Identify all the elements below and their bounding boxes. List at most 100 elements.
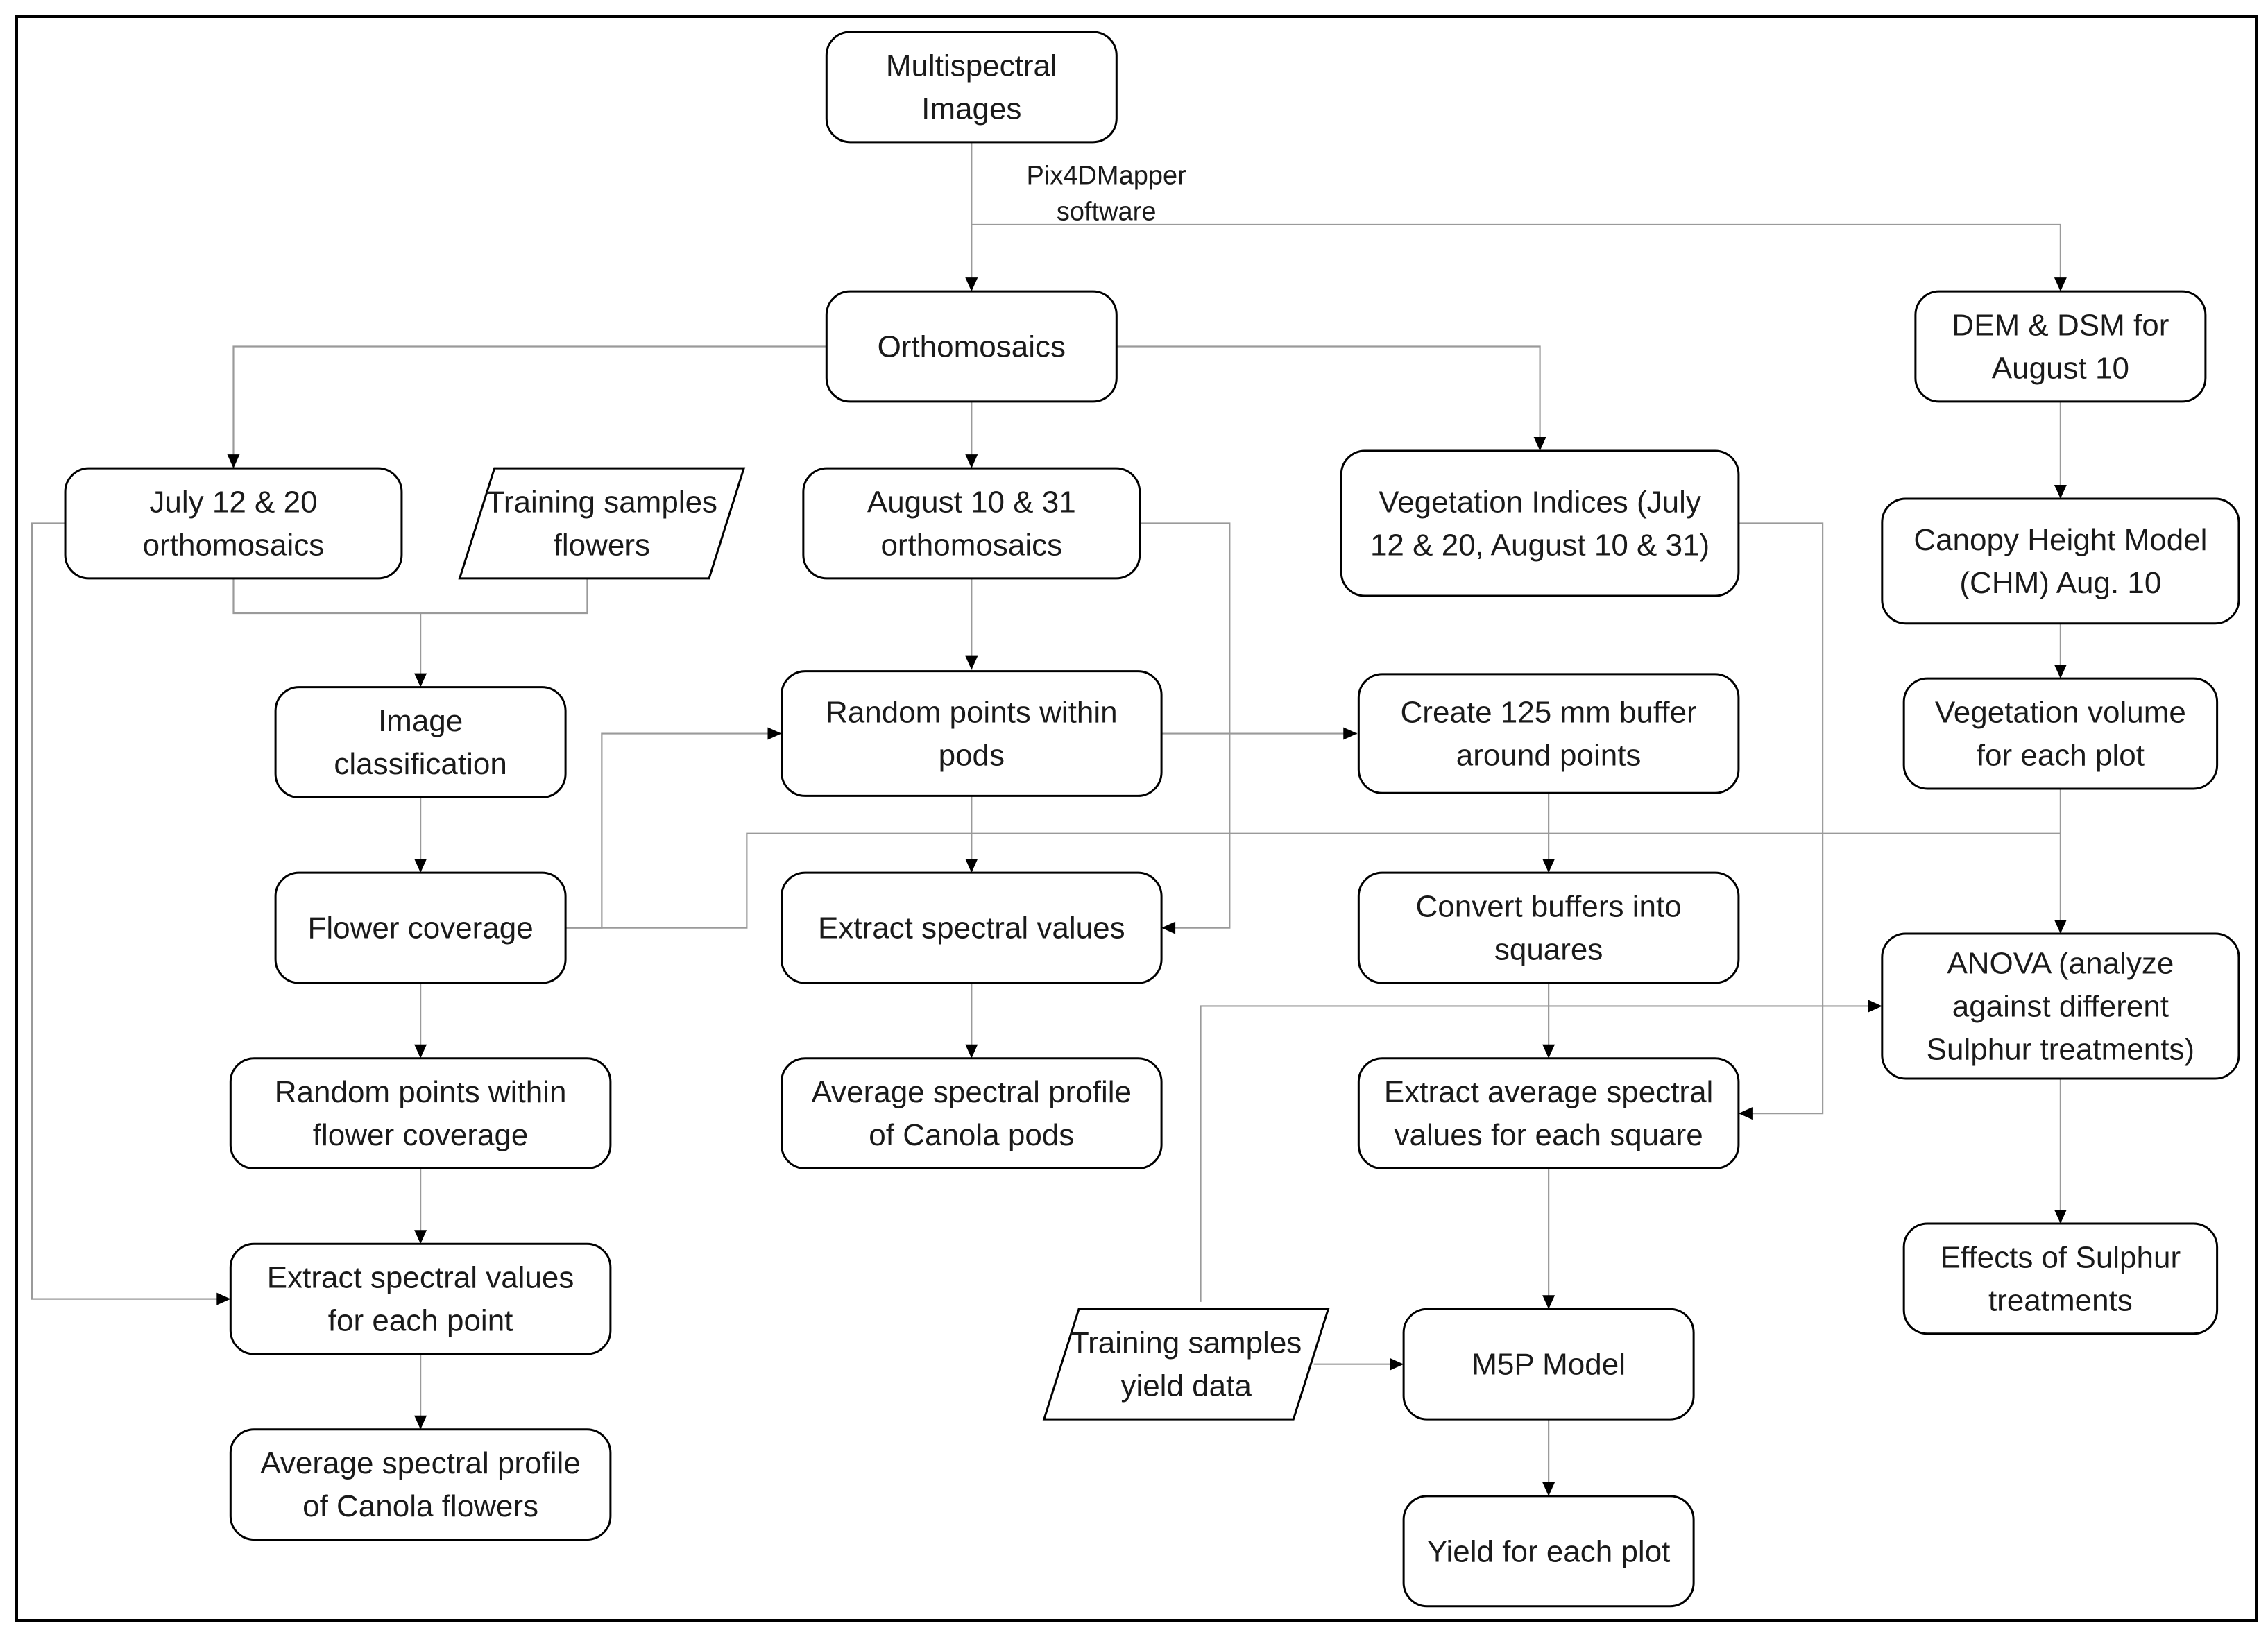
node-shape [1881, 932, 2240, 1080]
node-avg-pods: Average spectral profile of Canola pods [781, 1057, 1163, 1170]
arrowhead [965, 859, 978, 873]
node-july: July 12 & 20 orthomosaics [64, 467, 403, 580]
arrowhead [1343, 727, 1358, 740]
node-label-line: pods [939, 739, 1005, 773]
node-convert: Convert buffers into squares [1357, 871, 1740, 984]
node-random-flower: Random points within flower coverage [229, 1057, 612, 1170]
node-buffer: Create 125 mm buffer around points [1357, 673, 1740, 794]
arrowhead [965, 454, 978, 469]
arrowhead [1161, 921, 1176, 934]
node-shape [781, 871, 1163, 984]
node-label-line: orthomosaics [143, 528, 325, 562]
node-label-line: squares [1494, 933, 1603, 967]
edge-label-line: software [1057, 197, 1157, 226]
node-label-line: Random points within [826, 696, 1118, 730]
arrowhead [1390, 1357, 1404, 1371]
node-label-line: Vegetation volume [1935, 696, 2186, 730]
arrowhead [1533, 436, 1546, 451]
edge-flower-random-pods [565, 732, 782, 929]
node-shape [781, 1057, 1163, 1170]
node-shape [274, 871, 567, 984]
node-shape [825, 290, 1118, 403]
node-label-line: of Canola flowers [302, 1489, 538, 1523]
node-label-line: Average spectral profile [812, 1075, 1132, 1109]
arrowhead [2054, 1209, 2067, 1224]
node-label-line: Random points within [275, 1075, 567, 1109]
node-label-line: Yield for each plot [1427, 1534, 1671, 1568]
node-yield: Yield for each plot [1402, 1495, 1695, 1608]
arrowhead [965, 655, 978, 670]
node-label-line: treatments [1988, 1283, 2133, 1317]
node-label-line: classification [334, 747, 506, 781]
node-shape [458, 467, 746, 580]
node-label-line: M5P Model [1472, 1348, 1626, 1382]
node-label-line: Training samples [486, 485, 717, 519]
arrowhead [767, 727, 782, 740]
arrowhead [1868, 1000, 1882, 1013]
arrowhead [414, 673, 427, 687]
node-shape [825, 31, 1118, 144]
node-label-line: flower coverage [313, 1118, 529, 1152]
node-shape [1402, 1495, 1695, 1608]
node-label-line: Multispectral [886, 49, 1057, 83]
node-orthomosaics: Orthomosaics [825, 290, 1118, 403]
edge-ortho-july [232, 345, 827, 469]
node-shape [1042, 1308, 1330, 1421]
node-shape [802, 467, 1141, 580]
node-shape [1914, 290, 2207, 403]
node-label-line: August 10 [1992, 352, 2129, 386]
node-effects: Effects of Sulphur treatments [1902, 1222, 2219, 1335]
node-label-line: ANOVA (analyze [1947, 946, 2174, 980]
node-label-line: Convert buffers into [1416, 890, 1682, 924]
node-label-line: Create 125 mm buffer [1401, 696, 1697, 730]
connectors [31, 142, 2067, 1496]
arrowhead [2054, 277, 2067, 292]
node-label-line: of Canola pods [869, 1118, 1074, 1152]
node-label-line: Canopy Height Model [1913, 523, 2207, 557]
node-label-line: flowers [554, 528, 650, 562]
arrowhead [1542, 1482, 1555, 1496]
edge-ortho-veg-indices [1116, 345, 1541, 451]
node-label-line: yield data [1120, 1369, 1252, 1403]
node-shape [64, 467, 403, 580]
arrowhead [965, 277, 978, 292]
node-shape [274, 686, 567, 798]
arrowhead [227, 454, 240, 469]
node-shape [1902, 1222, 2219, 1335]
arrowhead [2054, 919, 2067, 934]
node-shape [1402, 1308, 1695, 1421]
edge-yield-anova [1200, 1005, 1882, 1302]
node-label-line: Extract spectral values [267, 1261, 574, 1295]
arrowhead [216, 1292, 231, 1305]
node-label-line: for each plot [1977, 739, 2145, 773]
node-label-line: values for each square [1395, 1118, 1703, 1152]
node-label-line: around points [1456, 739, 1642, 773]
edge-to-dem [971, 223, 2061, 292]
node-label-line: Orthomosaics [878, 330, 1066, 364]
node-random-pods: Random points within pods [781, 670, 1163, 797]
outer-frame [15, 15, 2258, 1622]
node-label-line: Effects of Sulphur [1941, 1240, 2181, 1274]
node-label-line: July 12 & 20 [149, 485, 317, 519]
edge-label-line: Pix4DMapper [1027, 161, 1187, 190]
edge-july-extract-point [31, 522, 231, 1300]
node-extract-spec: Extract spectral values [781, 871, 1163, 984]
node-shape [1340, 449, 1740, 597]
edge-august-extract [1139, 522, 1231, 929]
arrowhead [2054, 665, 2067, 679]
node-shape [229, 1242, 612, 1355]
node-shape [229, 1428, 612, 1541]
edge-label-pix4dmapper: Pix4DMapper software [1027, 161, 1187, 226]
node-label-line: 12 & 20, August 10 & 31) [1370, 528, 1709, 562]
node-label-line: orthomosaics [880, 528, 1062, 562]
node-shape [229, 1057, 612, 1170]
